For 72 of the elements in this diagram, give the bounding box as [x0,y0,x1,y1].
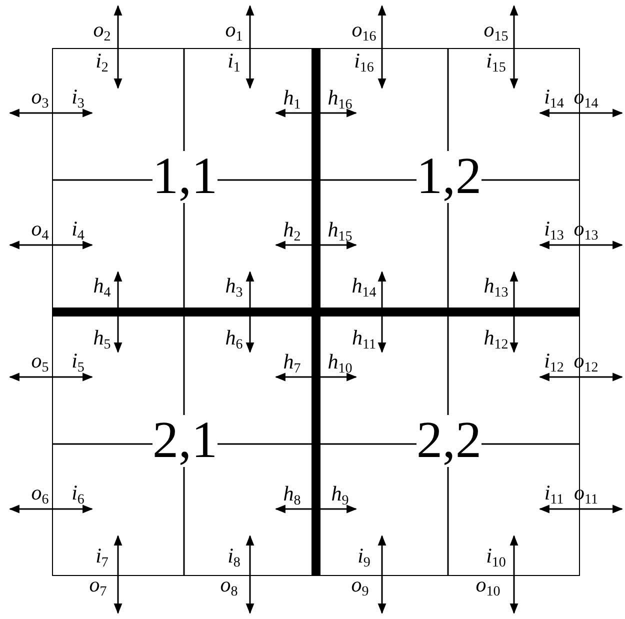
double-arrow [274,240,358,250]
signal-label: h$_{6}$ [225,328,243,352]
signal-label: i$_{8}$ [228,546,240,570]
signal-label: h$_{8}$ [283,484,301,508]
double-arrow [274,108,358,118]
signal-label: o$_{2}$ [93,20,111,44]
signal-label: i$_{2}$ [96,50,108,76]
double-arrow [378,4,386,90]
quadrant-label: 1,1 [152,151,218,203]
signal-label: i$_{16}$ [354,50,374,76]
double-arrow [8,504,94,514]
signal-label: i$_{14}$ [544,86,564,112]
quadrant-label: 2,2 [416,415,482,467]
signal-label: i$_{10}$ [486,546,506,570]
double-arrow [274,504,358,514]
double-arrow [274,372,358,382]
signal-label: i$_{11}$ [544,482,564,508]
signal-label: o$_{15}$ [484,20,508,44]
signal-label: i$_{3}$ [72,86,84,112]
signal-label: o$_{7}$ [89,574,107,600]
double-arrow [8,108,94,118]
signal-label: o$_{16}$ [352,20,376,44]
signal-label: i$_{1}$ [228,50,240,76]
signal-label: h$_{1}$ [283,88,301,112]
quadrant-label: 2,1 [152,415,218,467]
signal-label: o$_{9}$ [351,574,369,600]
double-arrow [246,4,254,90]
double-arrow [538,240,624,250]
signal-label: h$_{9}$ [331,484,349,508]
signal-label: o$_{1}$ [225,20,243,44]
quadrant-label: 1,2 [416,151,482,203]
signal-label: o$_{8}$ [220,574,238,600]
double-arrow [246,534,254,614]
signal-label: h$_{13}$ [484,276,508,300]
signal-label: h$_{3}$ [225,276,243,300]
signal-label: o$_{5}$ [31,350,49,376]
signal-label: i$_{13}$ [544,218,564,244]
double-arrow [510,270,518,354]
signal-label: i$_{12}$ [544,350,564,376]
double-arrow [538,108,624,118]
signal-label: h$_{16}$ [328,88,352,112]
signal-label: o$_{4}$ [31,218,49,244]
double-arrow [114,270,122,354]
signal-label: h$_{14}$ [352,276,376,300]
double-arrow [114,534,122,614]
signal-label: o$_{3}$ [31,86,49,112]
signal-label: h$_{4}$ [93,276,111,300]
signal-label: h$_{5}$ [93,328,111,352]
double-arrow [510,534,518,614]
signal-label: i$_{7}$ [96,546,108,570]
signal-label: h$_{7}$ [283,352,301,376]
signal-label: i$_{5}$ [72,350,84,376]
double-arrow [378,270,386,354]
signal-label: h$_{10}$ [328,352,352,376]
signal-label: o$_{6}$ [31,482,49,508]
signal-label: h$_{11}$ [352,328,376,352]
signal-label: i$_{4}$ [72,218,84,244]
double-arrow [538,504,624,514]
signal-label: i$_{15}$ [486,50,506,76]
double-arrow [510,4,518,90]
double-arrow [114,4,122,90]
double-arrow [8,372,94,382]
signal-label: i$_{9}$ [358,546,370,570]
signal-label: h$_{12}$ [484,328,508,352]
double-arrow [378,534,386,614]
double-arrow [246,270,254,354]
signal-label: i$_{6}$ [72,482,84,508]
signal-label: o$_{10}$ [476,574,500,600]
double-arrow [538,372,624,382]
double-arrow [8,240,94,250]
signal-label: h$_{15}$ [328,220,352,244]
signal-label: h$_{2}$ [283,220,301,244]
